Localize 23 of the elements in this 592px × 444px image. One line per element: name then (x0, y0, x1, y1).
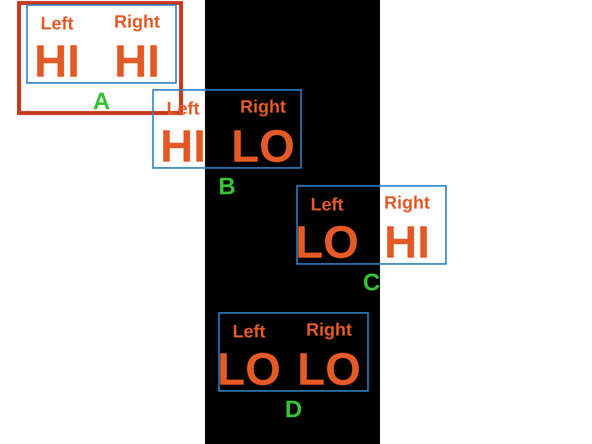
state-text: LO (298, 226, 357, 258)
panel-letter: A (93, 92, 110, 110)
status-box (218, 312, 369, 392)
panel-letter: D (286, 400, 302, 418)
side-label: Left (42, 16, 74, 30)
side-label: Right (241, 100, 286, 116)
side-label: Right (307, 322, 352, 340)
status-box (152, 89, 302, 169)
panel-letter: C (364, 274, 380, 290)
side-label: Left (234, 324, 266, 338)
state-text: HI (37, 45, 77, 77)
side-label: Right (115, 14, 160, 32)
status-box (26, 4, 177, 84)
state-text: LO (234, 130, 293, 162)
state-text: LO (220, 352, 279, 386)
state-text: HI (387, 226, 427, 258)
side-label: Right (385, 196, 430, 212)
state-text: HI (117, 45, 157, 77)
state-text: LO (300, 352, 359, 386)
side-label: Left (312, 197, 344, 211)
panel-letter: B (220, 178, 235, 194)
state-text: HI (163, 130, 203, 162)
status-box (296, 185, 447, 265)
